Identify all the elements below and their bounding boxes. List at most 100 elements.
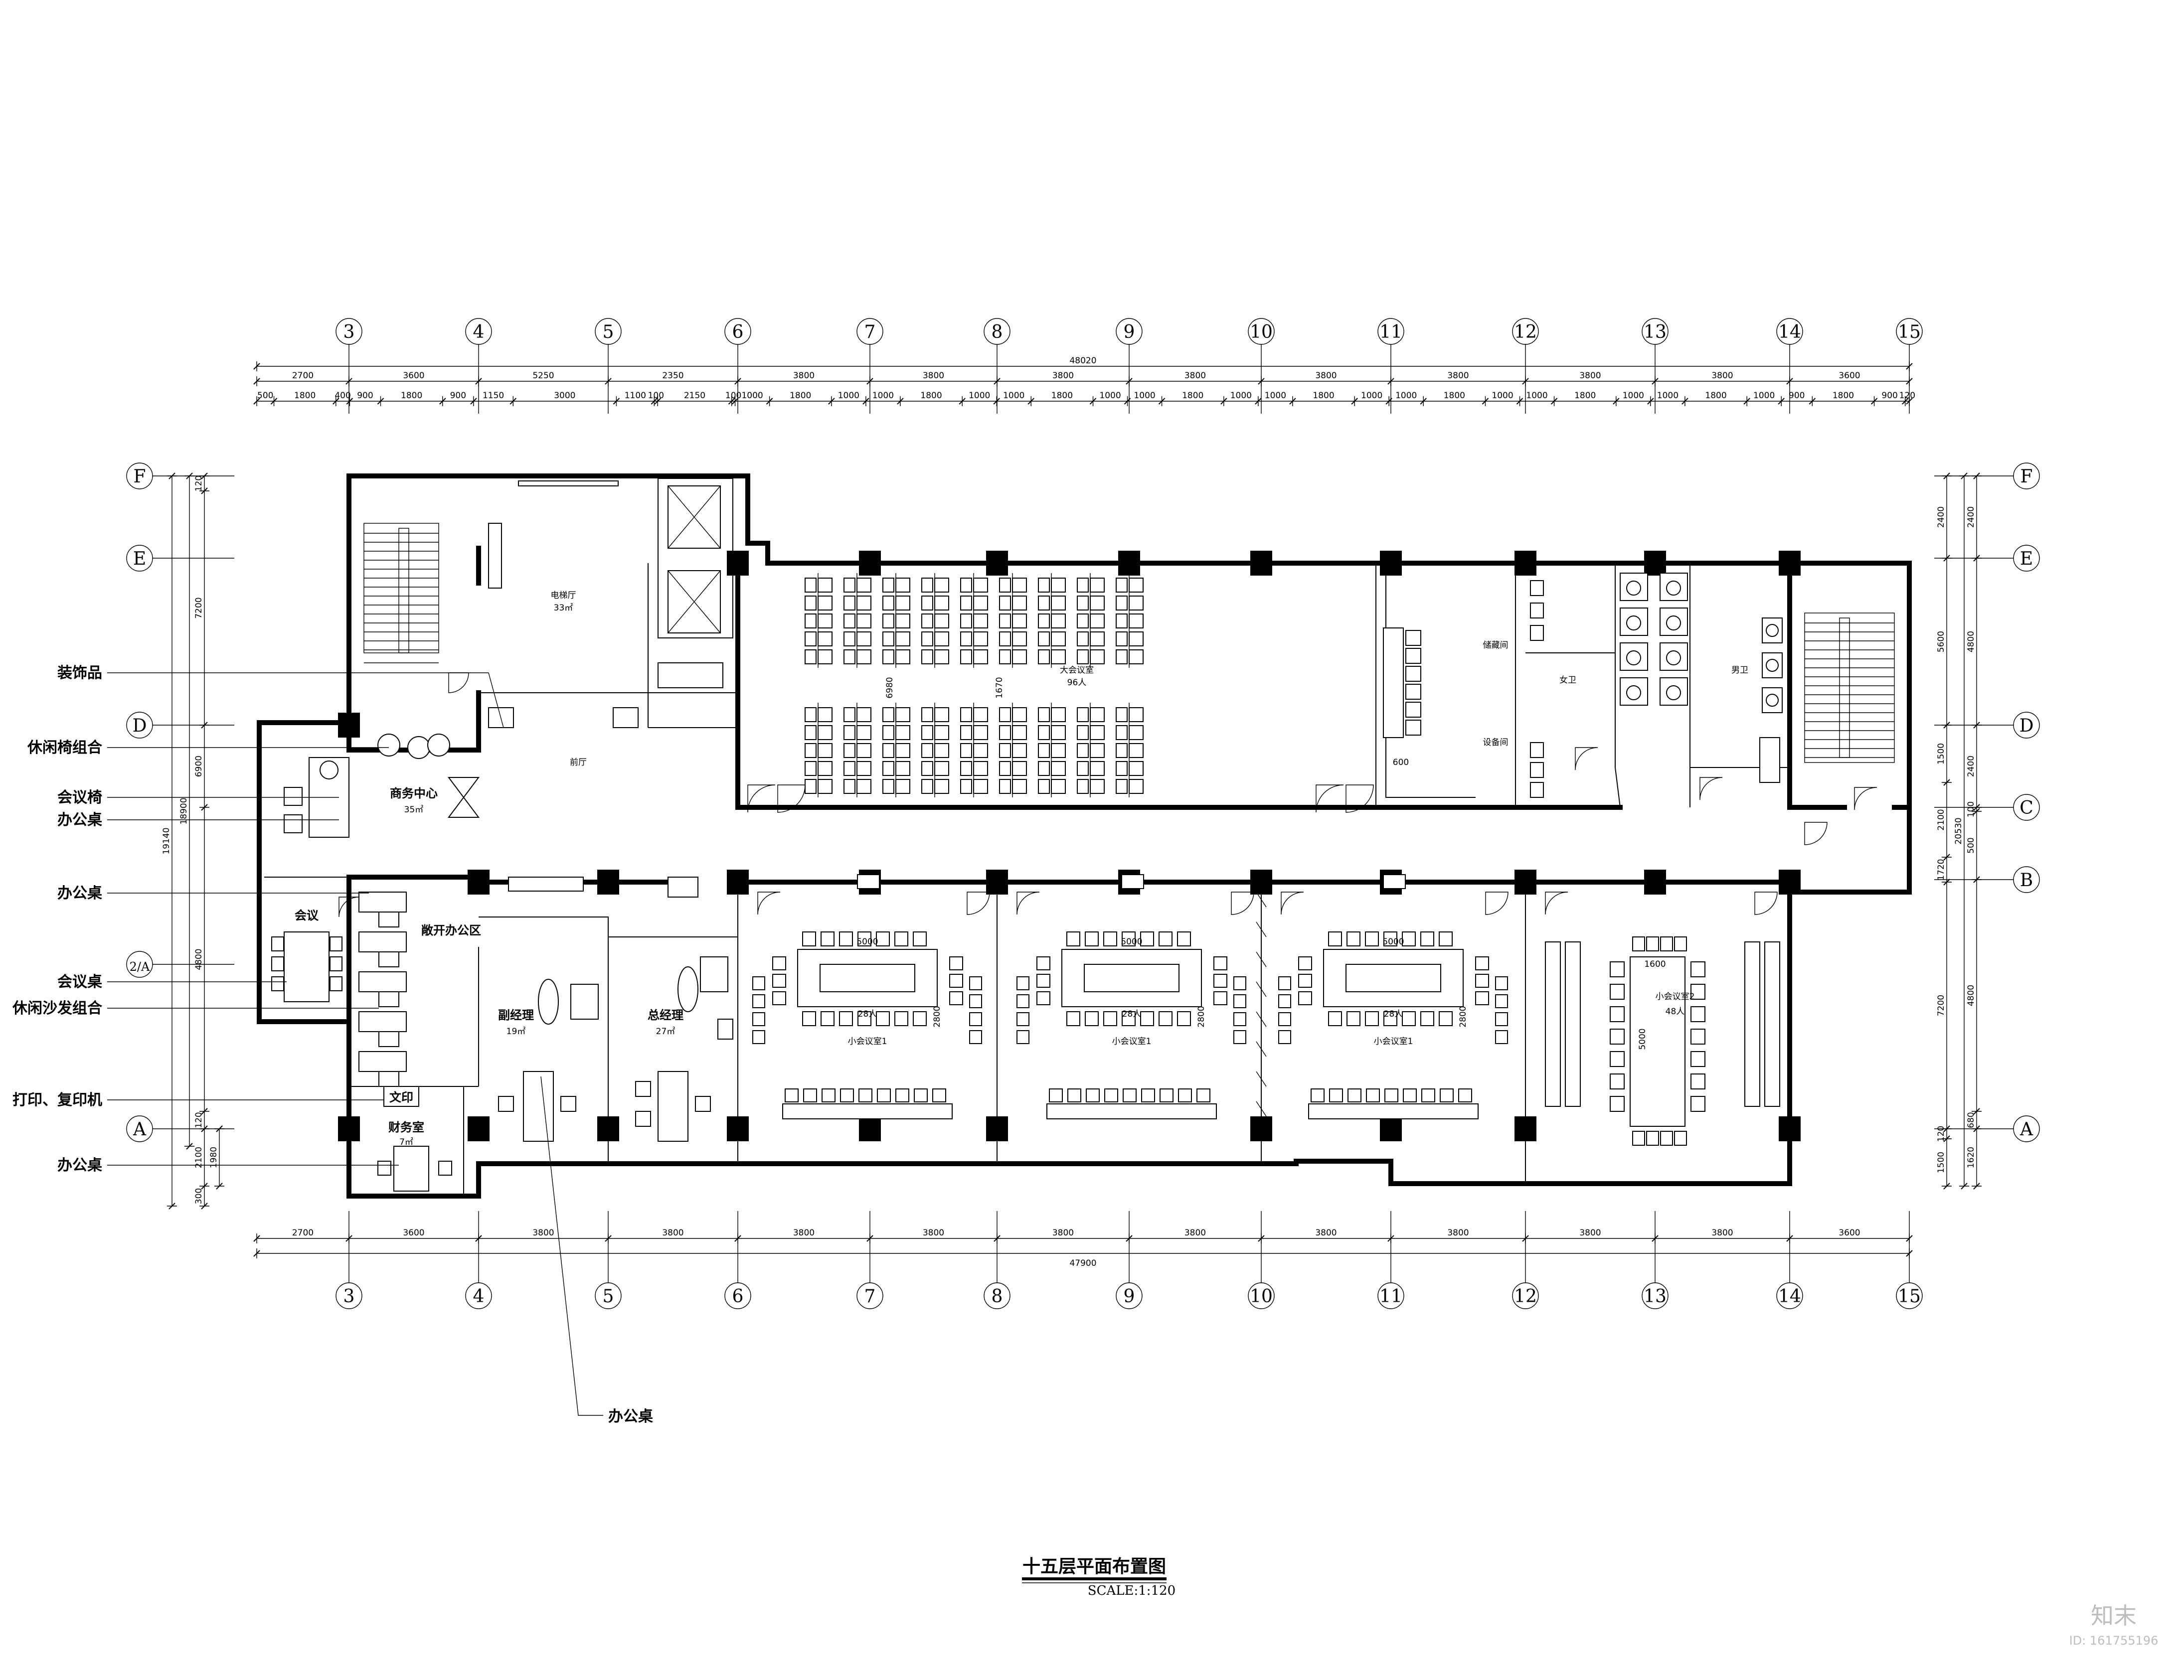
top-dim-row2: 900 xyxy=(450,391,466,401)
business-center-area: 35㎡ xyxy=(404,805,424,815)
finance-label: 财务室 xyxy=(388,1120,424,1134)
grid-label-top: 9 xyxy=(1124,322,1135,342)
column xyxy=(1380,551,1402,576)
top-dim-row2: 400 xyxy=(335,391,350,401)
big-meeting-label: 大会议室 xyxy=(1060,665,1094,675)
top-dim-row2: 1000 xyxy=(741,391,763,401)
top-dim-row2: 1000 xyxy=(838,391,859,401)
bottom-dim-row: 3800 xyxy=(1711,1228,1733,1238)
left-dim-inner: 6900 xyxy=(194,756,204,777)
table4-w: 1600 xyxy=(1644,959,1666,969)
top-dim-row1: 2700 xyxy=(292,371,314,381)
right-dim-a: 2400 xyxy=(1936,506,1946,528)
top-dim-row2: 3000 xyxy=(554,391,575,401)
drawing-title: 十五层平面布置图 SCALE:1:120 xyxy=(1022,1556,1176,1598)
right-dim-a: 1500 xyxy=(1936,743,1946,764)
interior-dims: 5000 5000 5000 2800 2800 2800 1600 5000 … xyxy=(856,677,1666,1050)
dimension-chains: 48020 2700 3600 5250 2350 3800 3800 3800 3800 380… xyxy=(162,356,1982,1268)
top-dim-row1: 3800 xyxy=(923,371,944,381)
column xyxy=(468,1116,490,1141)
top-dim-row2: 100 xyxy=(648,391,664,401)
top-dim-row2: 1800 xyxy=(1574,391,1596,401)
grid-label-top: 13 xyxy=(1644,322,1667,342)
column xyxy=(338,713,360,738)
column xyxy=(1514,870,1536,895)
top-dim-row1: 3800 xyxy=(1184,371,1206,381)
grid-label-top: 14 xyxy=(1778,322,1801,342)
top-dim-row2: 1000 xyxy=(1753,391,1775,401)
callout-label: 会议桌 xyxy=(57,973,102,991)
left-dim-inner: 120 xyxy=(194,475,204,491)
left-dim-outer: 19140 xyxy=(162,827,171,854)
equipment-label: 设备间 xyxy=(1483,738,1509,748)
column xyxy=(727,1116,749,1141)
top-dim-row2: 900 xyxy=(1789,391,1805,401)
top-total-dim: 48020 xyxy=(1069,356,1096,366)
aisle-dim: 6980 xyxy=(885,677,895,698)
grid-label-top: 3 xyxy=(343,322,355,342)
grid-label-bottom: 6 xyxy=(732,1286,744,1307)
top-dim-row2: 1000 xyxy=(1134,391,1155,401)
column xyxy=(597,1116,619,1141)
column xyxy=(859,551,881,576)
grid-label-top: 5 xyxy=(603,322,614,342)
grid-label-top: 10 xyxy=(1250,322,1273,342)
top-dim-row2: 1000 xyxy=(1361,391,1382,401)
bottom-total-dim: 47900 xyxy=(1069,1258,1096,1268)
top-dim-row1: 3800 xyxy=(1711,371,1733,381)
right-dim-b: 4800 xyxy=(1966,985,1976,1006)
grid-label-left: D xyxy=(133,716,147,736)
columns xyxy=(338,551,1801,1141)
column xyxy=(1514,551,1536,576)
column xyxy=(1779,1116,1801,1141)
grid-label-right: F xyxy=(2020,466,2033,487)
column xyxy=(1380,1116,1402,1141)
bottom-dim-row: 3800 xyxy=(1447,1228,1469,1238)
open-office-label: 敞开办公区 xyxy=(421,923,481,937)
general-manager-label: 总经理 xyxy=(648,1008,683,1022)
small-meeting-3-label: 小会议室1 xyxy=(1374,1037,1413,1047)
top-dim-row2: 1100 xyxy=(625,391,646,401)
right-dim-b: 2400 xyxy=(1966,506,1976,528)
room-labels: 电梯厅 33㎡ 前厅 大会议室 96人 商务中心 35㎡ 敞开办公区 会议 副经… xyxy=(295,591,1748,1147)
grid-label-right: B xyxy=(2020,870,2033,891)
grid-label-top: 15 xyxy=(1898,322,1921,342)
top-dim-row1: 3800 xyxy=(1579,371,1601,381)
bottom-dim-row: 3800 xyxy=(1579,1228,1601,1238)
furniture xyxy=(271,480,1783,1192)
grid-label-bottom: 8 xyxy=(992,1286,1003,1307)
top-dim-row2: 1000 xyxy=(1657,391,1679,401)
top-dim-row2: 900 xyxy=(1881,391,1897,401)
grid-label-left: E xyxy=(133,549,146,569)
bottom-dim-row: 3800 xyxy=(1184,1228,1206,1238)
stair-left xyxy=(363,523,439,663)
left-dim-inner2: 1980 xyxy=(209,1147,219,1168)
grid-label-top: 6 xyxy=(732,322,744,342)
column xyxy=(468,870,490,895)
watermark-id: ID: 161755196 xyxy=(2069,1634,2159,1648)
wc-gap-dim: 600 xyxy=(1393,758,1409,767)
left-dim-inner: 2100 xyxy=(194,1147,204,1168)
grid-label-top: 4 xyxy=(473,322,485,342)
grid-label-right: C xyxy=(2019,798,2033,818)
elevator-hall-area: 33㎡ xyxy=(554,603,573,613)
grid-label-bottom: 5 xyxy=(603,1286,614,1307)
top-dim-row2: 1800 xyxy=(401,391,422,401)
top-dim-row1: 3600 xyxy=(403,371,424,381)
small-meeting-4-cap: 48人 xyxy=(1666,1007,1685,1017)
grid-label-left: F xyxy=(134,466,146,487)
column xyxy=(1644,870,1666,895)
print-box-label: 文印 xyxy=(389,1090,413,1104)
top-dim-row2: 900 xyxy=(357,391,373,401)
right-dim-b: 100 xyxy=(1966,801,1976,817)
grid-label-right: E xyxy=(2020,549,2033,569)
left-dim-inner: 120 xyxy=(194,1112,204,1128)
top-dim-row1: 5250 xyxy=(532,371,554,381)
right-dim-b: 680 xyxy=(1966,1112,1976,1128)
column xyxy=(859,1116,881,1141)
grid-label-bottom: 4 xyxy=(473,1286,485,1307)
table-len-3: 5000 xyxy=(1382,937,1404,947)
table4-len: 5000 xyxy=(1638,1028,1648,1050)
top-dim-row1: 2350 xyxy=(662,371,683,381)
grid-label-bottom: 7 xyxy=(864,1286,876,1307)
